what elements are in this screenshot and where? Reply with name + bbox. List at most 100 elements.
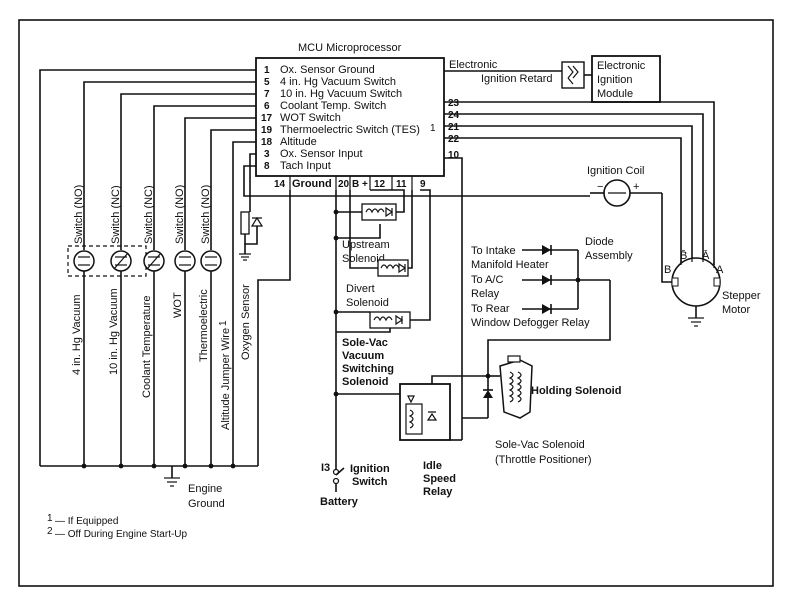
upstream-solenoid: Upstream Solenoid — [336, 189, 405, 265]
pin-8-label: Tach Input — [280, 160, 331, 172]
altitude-jumper-mark: 1 — [218, 320, 229, 326]
pin-9-num: 9 — [420, 179, 426, 190]
solevac-solenoid: Holding Solenoid Sole-Vac Solenoid (Thro… — [462, 355, 621, 466]
oxygen-sensor: Oxygen Sensor — [239, 153, 264, 360]
altitude-jumper-label: Altitude Jumper Wire — [220, 328, 232, 430]
footnotes: 1 — If Equipped 2 — Off During Engine St… — [47, 513, 188, 540]
switch-thermoelectric — [200, 250, 222, 466]
stepper-motor: B B̄ Ā A Stepper Motor — [664, 249, 761, 327]
to-ac-label: To A/C — [471, 274, 503, 286]
pin-ground-label: Ground — [292, 178, 332, 190]
divert-label-1: Divert — [346, 283, 375, 295]
switch-4-name: WOT — [172, 292, 184, 318]
pin-22-num: 22 — [448, 134, 460, 145]
holding-solenoid-label: Holding Solenoid — [531, 385, 621, 397]
switch-2-name: 10 in. Hg Vacuum — [108, 288, 120, 375]
pin-7-label: 10 in. Hg Vacuum Switch — [280, 88, 402, 100]
switch-wot — [174, 250, 196, 466]
footnote-2-text: — Off During Engine Start-Up — [55, 529, 188, 540]
pin-19-num: 19 — [261, 125, 273, 136]
pin-bplus-label: B + — [352, 179, 368, 190]
footnote-1-text: — If Equipped — [55, 516, 118, 527]
ignition-coil-minus: − — [597, 181, 603, 193]
solevac-solenoid-label-2: (Throttle Positioner) — [495, 454, 592, 466]
pin-19-label: Thermoelectric Switch (TES) — [280, 124, 420, 136]
ignition-retard-link: Electronic Ignition Retard Electronic Ig… — [444, 55, 661, 103]
eim-label-2: Ignition — [597, 74, 632, 86]
idle-relay-label-1: Idle — [423, 460, 442, 472]
ignition-retard-label-2: Ignition Retard — [481, 73, 553, 85]
eim-label-1: Electronic — [597, 60, 646, 72]
switch-3-name: Coolant Temperature — [141, 295, 153, 398]
pin-24-num: 24 — [448, 110, 460, 121]
eim-label-3: Module — [597, 88, 633, 100]
ignition-switch-pos: I3 — [321, 462, 330, 474]
ignition-switch-label-1: Ignition — [350, 463, 390, 475]
stepper-pin-b: B — [664, 264, 671, 276]
eim-connector — [561, 61, 585, 89]
solevac-solenoid-label-1: Sole-Vac Solenoid — [495, 439, 585, 451]
eim-box — [591, 55, 661, 103]
ignition-coil: Ignition Coil − + — [587, 165, 662, 207]
solevac-switching-label-2: Vacuum — [342, 350, 384, 362]
pin-6-num: 6 — [264, 101, 270, 112]
stepper-pin-bbar: B̄ — [680, 249, 687, 262]
pin-18-num: 18 — [261, 137, 273, 148]
relay-label: Relay — [471, 288, 500, 300]
pin-3-num: 3 — [264, 149, 270, 160]
mcu-right-pins: 23 24 21 22 10 — [448, 98, 460, 161]
sensor-switches: Switch (NO) Switch (NC) Switch (NC) Swit… — [39, 69, 256, 466]
divert-solenoid: Divert Solenoid — [346, 190, 413, 309]
switch-5-state: Switch (NO) — [200, 185, 212, 244]
pin-7-num: 7 — [264, 89, 270, 100]
solevac-switching-label-1: Sole-Vac — [342, 337, 388, 349]
solevac-switching-label-4: Solenoid — [342, 376, 388, 388]
switch-2-state: Switch (NC) — [110, 185, 122, 244]
pin-12-num: 12 — [374, 179, 386, 190]
switch-1-state: Switch (NO) — [73, 185, 85, 244]
switch-3-state: Switch (NC) — [143, 185, 155, 244]
stepper-label-2: Motor — [722, 304, 750, 316]
ignition-coil-label: Ignition Coil — [587, 165, 644, 177]
divert-label-2: Solenoid — [346, 297, 389, 309]
pin-21-num: 21 — [448, 122, 460, 133]
engine-ground-label-2: Ground — [188, 498, 225, 510]
switch-5-name: Thermoelectric — [198, 289, 210, 362]
diode-assembly-title-2: Assembly — [585, 250, 633, 262]
engine-ground-bus: Engine Ground — [40, 190, 291, 510]
idle-relay-label-2: Speed — [423, 473, 456, 485]
solevac-switching-label-3: Switching — [342, 363, 394, 375]
diagram-frame — [18, 19, 774, 587]
solenoid-bus — [333, 190, 339, 452]
pin-6-label: Coolant Temp. Switch — [280, 100, 386, 112]
diode-assembly-title-1: Diode — [585, 236, 614, 248]
tes-footnote-mark: 1 — [430, 123, 436, 134]
mcu-box: MCU Microprocessor 1 Ox. Sensor Ground 5… — [255, 42, 460, 190]
diode-assembly: Diode Assembly To Intake Manifold Heater… — [471, 236, 633, 376]
mcu-title: MCU Microprocessor — [298, 42, 402, 54]
ignition-switch: I3 Ignition Switch Battery — [320, 462, 390, 508]
footnote-1-mark: 1 — [47, 513, 53, 524]
stepper-pin-a: A — [716, 264, 724, 276]
switch-4-state: Switch (NO) — [174, 185, 186, 244]
stepper-label-1: Stepper — [722, 290, 761, 302]
stepper-wires — [444, 101, 715, 265]
pin-5-label: 4 in. Hg Vacuum Switch — [280, 76, 396, 88]
pin-11-num: 11 — [396, 179, 407, 190]
pin-14-num: 14 — [274, 179, 286, 190]
mcu-left-pins: 1 Ox. Sensor Ground 5 4 in. Hg Vacuum Sw… — [261, 64, 436, 172]
pin-17-label: WOT Switch — [280, 112, 341, 124]
switch-10in-hg-vacuum — [110, 250, 132, 466]
ignition-retard-label-1: Electronic — [449, 59, 498, 71]
solevac-switching-solenoid: Sole-Vac Vacuum Switching Solenoid — [336, 189, 431, 388]
switch-4in-hg-vacuum — [73, 250, 95, 466]
footnote-2-mark: 2 — [47, 526, 53, 537]
to-rear-label: To Rear — [471, 303, 510, 315]
upstream-label-1: Upstream — [342, 239, 390, 251]
pin-3-label: Ox. Sensor Input — [280, 148, 363, 160]
switch-1-name: 4 in. Hg Vacuum — [71, 294, 83, 375]
pin-17-num: 17 — [261, 113, 273, 124]
oxygen-sensor-label: Oxygen Sensor — [240, 284, 252, 360]
pin-1-num: 1 — [264, 65, 270, 76]
